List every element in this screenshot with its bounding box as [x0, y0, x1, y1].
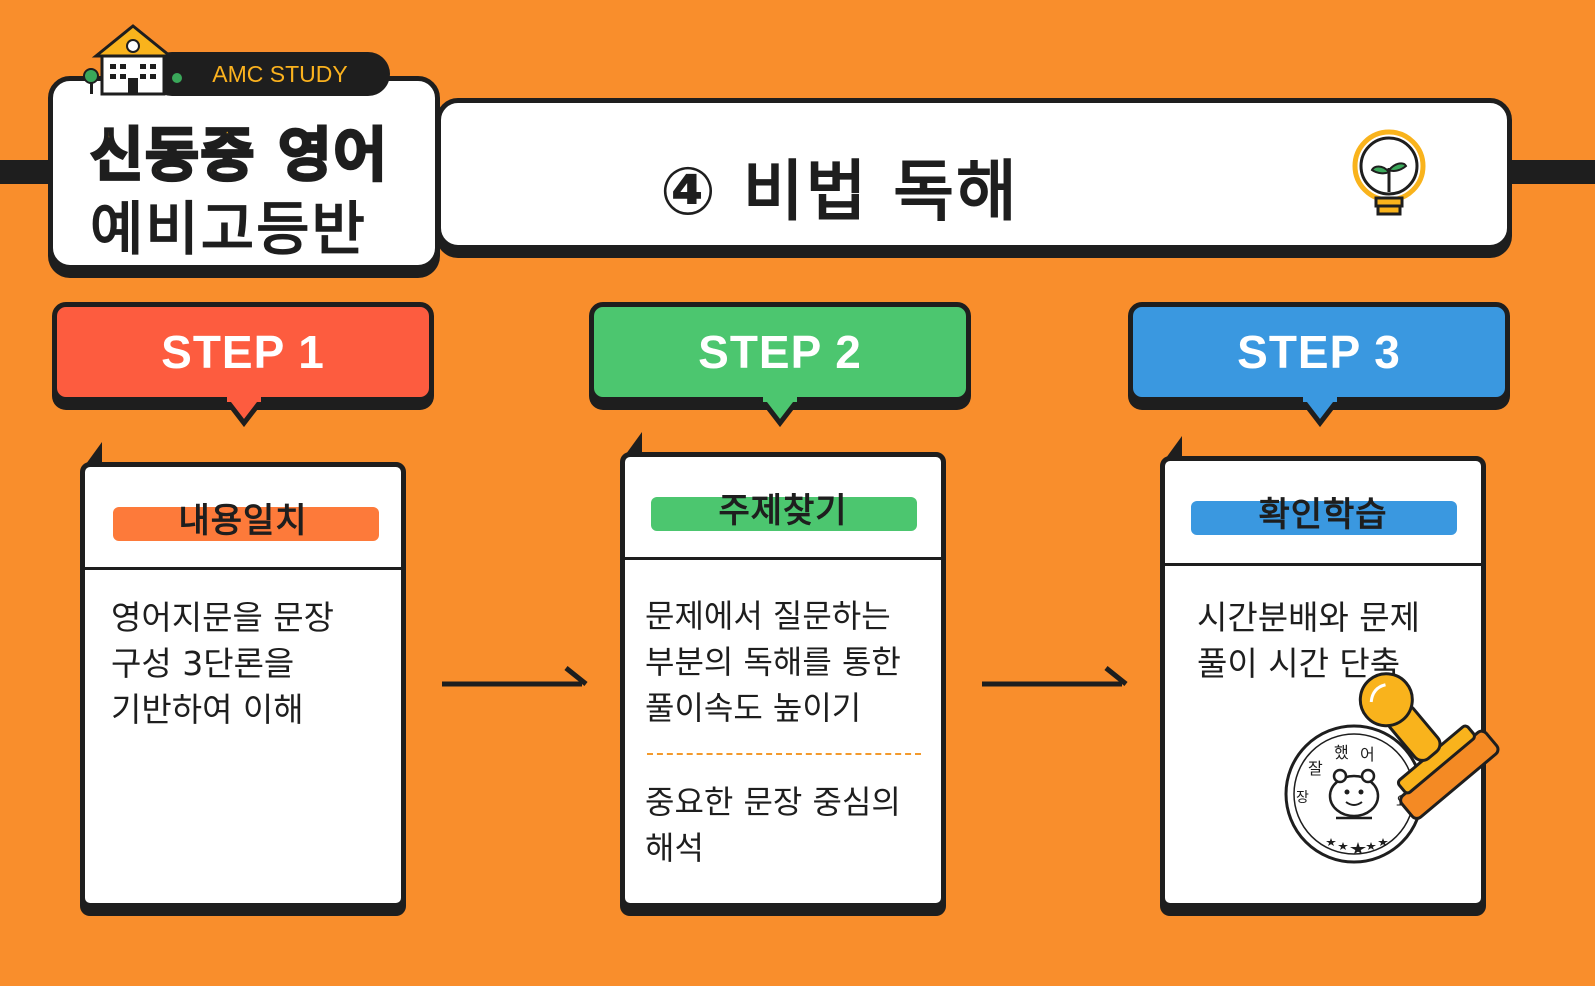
step-2-highlight	[651, 497, 917, 531]
step-1-bubble: STEP 1	[52, 302, 434, 402]
step-3-card-fold	[1166, 436, 1182, 458]
right-arrow-icon	[982, 666, 1128, 687]
stamp-text-right: 어	[1360, 745, 1375, 764]
title-banner	[436, 98, 1512, 250]
step-2-divider	[647, 753, 921, 755]
step-3-card-title: 확인학습	[1258, 495, 1388, 535]
step-2-bubble: STEP 2	[589, 302, 971, 402]
step-3-card-header: 확인학습	[1165, 461, 1481, 566]
step-2-card-title: 주제찾기	[718, 491, 848, 531]
step-1-highlight	[113, 507, 379, 541]
step-1-card-text: 영어지문을 문장 구성 3단론을 기반하여 이해	[111, 598, 335, 729]
brand-pill: AMC STUDY	[150, 52, 390, 96]
step-3-tail	[1298, 397, 1342, 427]
step-3-bubble: STEP 3	[1128, 302, 1510, 402]
school-building-icon	[83, 24, 184, 96]
step-2-card-header: 주제찾기	[625, 457, 941, 560]
step-1-tail	[222, 397, 266, 427]
step-2-card-text: 문제에서 질문하는 부분의 독해를 통한 풀이속도 높이기	[645, 597, 901, 727]
page-title: ④ 비법 독해	[660, 153, 1019, 230]
step-2-card-fold	[626, 432, 642, 454]
step-2-card-text-2: 중요한 문장 중심의 해석	[645, 783, 901, 867]
right-arrow-icon	[442, 666, 588, 687]
stamp-text-left: 잘	[1308, 759, 1323, 778]
step-1-card-fold	[86, 442, 102, 464]
step-1-card-header: 내용일치	[85, 467, 401, 570]
step-2-tail	[758, 397, 802, 427]
step-1-card-title: 내용일치	[178, 501, 308, 541]
stamp-icon: 잘 했 어 장 요	[1284, 672, 1500, 864]
logo-line1: 신동중 영어	[89, 120, 389, 191]
step-3-highlight	[1191, 501, 1457, 535]
lightbulb-sprout-icon	[1352, 129, 1426, 216]
stamp-text-bottom-left: 장	[1296, 790, 1309, 806]
step-2-card: 주제찾기 문제에서 질문하는 부분의 독해를 통한 풀이속도 높이기 중요한 문…	[620, 452, 946, 908]
logo-line2: 예비고등반	[90, 195, 367, 263]
right-rule	[1500, 160, 1595, 184]
step-1-card: 내용일치 영어지문을 문장 구성 3단론을 기반하여 이해	[80, 462, 406, 908]
stamp-text-top: 했	[1334, 743, 1349, 762]
